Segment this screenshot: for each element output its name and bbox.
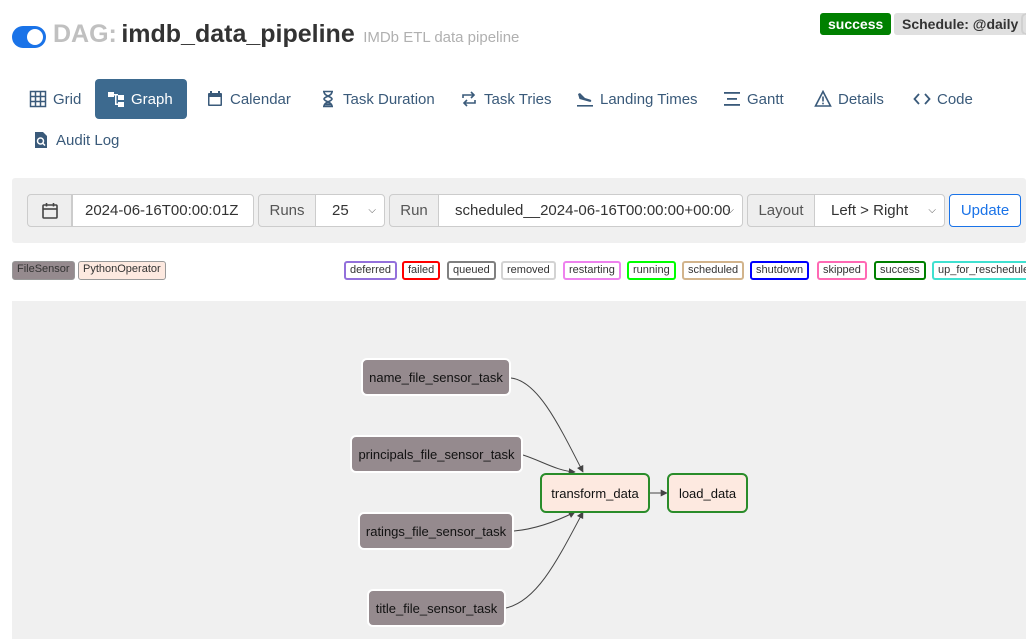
gantt-icon xyxy=(723,90,741,108)
calendar-icon xyxy=(206,90,224,108)
run-value: scheduled__2024-06-16T00:00:00+00:00 xyxy=(455,202,731,219)
tab-label: Task Duration xyxy=(343,90,435,108)
toggle-knob xyxy=(27,29,43,45)
tab-label: Grid xyxy=(53,90,82,108)
legend-state-failed[interactable]: failed xyxy=(402,261,441,280)
tab-details[interactable]: Details xyxy=(802,79,896,119)
dag-pause-toggle[interactable] xyxy=(12,26,46,48)
layout-value: Left > Right xyxy=(831,202,909,219)
dag-prefix: DAG: xyxy=(53,20,117,48)
edge-principals-to-transform xyxy=(522,454,576,476)
run-label: Run xyxy=(389,194,439,227)
calendar-icon xyxy=(41,202,58,219)
layout-select[interactable]: Left > Right ⌵ xyxy=(814,194,945,227)
tab-label: Audit Log xyxy=(56,131,120,149)
tab-calendar[interactable]: Calendar xyxy=(194,79,303,119)
graph-controls: 2024-06-16T00:00:01Z Runs 25 ⌵ Run sched… xyxy=(12,178,1026,243)
edge-title-to-transform xyxy=(505,511,584,609)
dag-name: imdb_data_pipeline xyxy=(121,20,355,48)
code-icon xyxy=(913,90,931,108)
graph-icon xyxy=(107,90,125,108)
edge-ratings-to-transform xyxy=(513,511,576,532)
legend: FileSensor PythonOperator deferred faile… xyxy=(0,261,1026,281)
grid-icon xyxy=(29,90,47,108)
task-node-ratings-file-sensor[interactable]: ratings_file_sensor_task xyxy=(358,512,514,550)
legend-state-removed[interactable]: removed xyxy=(501,261,556,280)
task-node-title-file-sensor[interactable]: title_file_sensor_task xyxy=(367,589,506,627)
tab-label: Graph xyxy=(131,90,173,108)
task-node-principals-file-sensor[interactable]: principals_file_sensor_task xyxy=(350,435,523,473)
task-node-transform-data[interactable]: transform_data xyxy=(540,473,650,513)
next-run-badge-edge xyxy=(1021,13,1026,35)
tab-task-tries[interactable]: Task Tries xyxy=(448,79,564,119)
base-date-input[interactable]: 2024-06-16T00:00:01Z xyxy=(72,194,254,227)
task-node-load-data[interactable]: load_data xyxy=(667,473,748,513)
graph-edges xyxy=(505,377,668,609)
layout-label: Layout xyxy=(747,194,815,227)
dag-title: DAG: imdb_data_pipeline IMDb ETL data pi… xyxy=(53,20,519,49)
hourglass-icon xyxy=(319,90,337,108)
tab-grid[interactable]: Grid xyxy=(17,79,93,119)
tab-label: Task Tries xyxy=(484,90,552,108)
chevron-down-icon: ⌵ xyxy=(726,205,734,216)
task-node-name-file-sensor[interactable]: name_file_sensor_task xyxy=(361,358,511,396)
tab-graph[interactable]: Graph xyxy=(95,79,187,119)
dag-graph-canvas[interactable]: name_file_sensor_task principals_file_se… xyxy=(12,301,1026,639)
tab-gantt[interactable]: Gantt xyxy=(711,79,796,119)
legend-state-deferred[interactable]: deferred xyxy=(344,261,397,280)
legend-state-success[interactable]: success xyxy=(874,261,926,280)
schedule-badge: Schedule: @daily xyxy=(894,13,1026,35)
legend-state-skipped[interactable]: skipped xyxy=(817,261,867,280)
legend-state-restarting[interactable]: restarting xyxy=(563,261,621,280)
run-select[interactable]: scheduled__2024-06-16T00:00:00+00:00 ⌵ xyxy=(438,194,743,227)
tab-landing-times[interactable]: Landing Times xyxy=(564,79,710,119)
dag-header: DAG: imdb_data_pipeline IMDb ETL data pi… xyxy=(0,0,1026,70)
tab-label: Landing Times xyxy=(600,90,698,108)
legend-state-up-for-reschedule[interactable]: up_for_reschedule xyxy=(932,261,1026,280)
runs-label: Runs xyxy=(258,194,316,227)
chevron-down-icon: ⌵ xyxy=(928,205,936,216)
dag-status-badge: success xyxy=(820,13,892,35)
dag-description: IMDb ETL data pipeline xyxy=(363,29,520,46)
warning-triangle-icon xyxy=(814,89,832,108)
tab-task-duration[interactable]: Task Duration xyxy=(307,79,447,119)
legend-state-queued[interactable]: queued xyxy=(447,261,496,280)
runs-value: 25 xyxy=(332,202,349,219)
runs-select[interactable]: 25 ⌵ xyxy=(315,194,385,227)
legend-state-running[interactable]: running xyxy=(627,261,676,280)
edge-name-to-transform xyxy=(510,377,584,473)
legend-state-shutdown[interactable]: shutdown xyxy=(750,261,810,280)
legend-state-scheduled[interactable]: scheduled xyxy=(682,261,745,280)
update-button[interactable]: Update xyxy=(949,194,1021,227)
chevron-down-icon: ⌵ xyxy=(368,205,376,216)
tab-label: Gantt xyxy=(747,90,784,108)
tab-code[interactable]: Code xyxy=(901,79,985,119)
legend-operator-filesensor[interactable]: FileSensor xyxy=(12,261,75,280)
date-picker-button[interactable] xyxy=(27,194,72,227)
tab-audit-log[interactable]: Audit Log xyxy=(20,120,131,160)
tab-label: Code xyxy=(937,90,973,108)
tab-label: Calendar xyxy=(230,90,291,108)
retry-icon xyxy=(460,90,478,108)
audit-log-icon xyxy=(32,131,50,149)
tab-label: Details xyxy=(838,90,884,108)
landing-icon xyxy=(576,90,594,108)
legend-operator-pythonoperator[interactable]: PythonOperator xyxy=(78,261,166,280)
